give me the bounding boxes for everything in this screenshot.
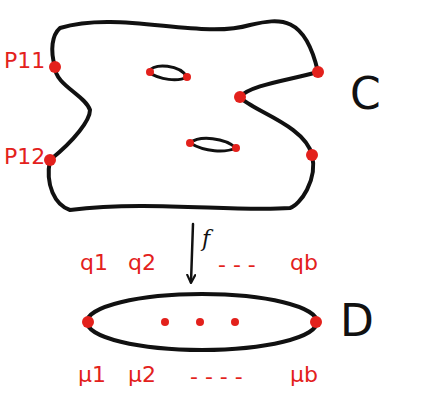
- map-name: f: [200, 228, 212, 250]
- map-arrow: [191, 224, 193, 282]
- point-label: P12: [4, 146, 45, 168]
- point-label: - - - -: [190, 366, 243, 388]
- point-label: μ2: [128, 364, 156, 386]
- base-curve-node: D: [80, 284, 410, 356]
- point-label: q1: [80, 252, 108, 274]
- point-label: q2: [128, 252, 156, 274]
- curve-name: C: [350, 72, 381, 116]
- point-label: qb: [290, 252, 318, 274]
- curve-name: D: [340, 299, 374, 343]
- point-label: μb: [290, 364, 318, 386]
- point-label: - - -: [218, 254, 256, 276]
- point-label: μ1: [78, 364, 106, 386]
- point-label: P11: [4, 50, 45, 72]
- curve-node: C: [40, 8, 415, 222]
